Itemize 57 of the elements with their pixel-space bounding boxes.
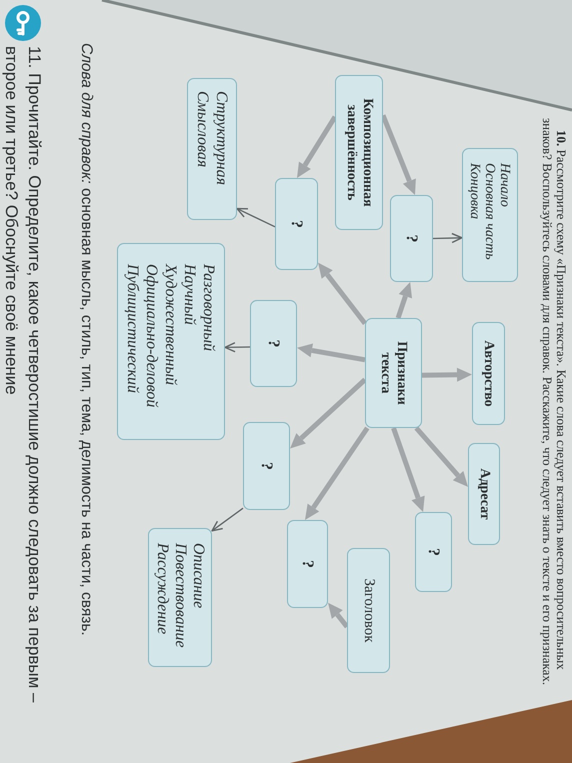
topic-title: Признаки текста <box>378 340 410 407</box>
feature-label: Заголовок <box>360 578 377 642</box>
feature-box <box>468 443 500 545</box>
feature-label: Адресат <box>476 468 492 520</box>
blank-box <box>415 512 452 592</box>
arrow <box>236 208 276 228</box>
arrow <box>432 232 463 244</box>
list-item: Разговорный <box>200 264 218 352</box>
list-item: Повествование <box>171 543 189 648</box>
list-box <box>148 528 212 667</box>
list-item: Описание <box>189 543 207 608</box>
blank-box <box>275 178 318 270</box>
question-mark: ? <box>264 340 282 348</box>
arrow <box>328 602 349 628</box>
list-item: Структурная <box>212 91 231 186</box>
arrow <box>297 115 338 178</box>
word-bank-text: Слова для справок: основная мысль, стиль, тип, тема, делимость на части, связь. <box>77 43 96 638</box>
arrow <box>396 282 412 319</box>
question-mark: ? <box>258 462 276 470</box>
arrow <box>391 427 425 512</box>
question-mark: ? <box>298 560 316 568</box>
feature-box <box>347 548 390 673</box>
list-item: Художественный <box>162 264 180 386</box>
blank-box <box>287 520 328 608</box>
exercise-text: 11. Прочитайте. Определите, какое четверостишие должно следовать за первым – второе или третье? Обоснуйте своё мнение <box>1 46 45 705</box>
list-box <box>117 243 225 440</box>
feature-label: Композиционная завершённость <box>343 97 375 209</box>
list-box <box>187 78 237 220</box>
arrow <box>224 342 250 352</box>
arrow <box>305 426 370 520</box>
feature-box <box>335 75 383 230</box>
arrow <box>297 344 366 362</box>
blank-box <box>243 422 290 510</box>
blank-box <box>390 195 433 282</box>
arrow <box>422 368 472 382</box>
arrow <box>290 378 367 448</box>
list-item: Публицистический <box>124 264 142 394</box>
list-item: Концовка <box>468 163 482 220</box>
list-item: Официально-деловой <box>142 264 162 408</box>
exercise-text: 10. Рассмотрите схему «Признаки текста». Какие слова следует вставить вместо вопросительных знаков? Воспользуйтесь словами для справок. Расскажите, что следует знать о тексте и его признаках. <box>540 118 568 688</box>
central-topic-box <box>365 318 422 428</box>
feature-label: Авторство <box>480 340 496 407</box>
arrow <box>380 114 416 196</box>
feature-box <box>472 322 505 425</box>
list-item: Рассуждение <box>153 543 171 634</box>
arrow <box>211 508 244 532</box>
question-mark: ? <box>402 234 420 242</box>
list-item: Основная часть <box>482 163 498 260</box>
list-item: Научный <box>180 264 200 325</box>
question-mark: ? <box>288 220 306 228</box>
list-item: Смысловая <box>193 91 212 168</box>
arrow <box>414 426 468 487</box>
list-item: Начало <box>498 163 512 207</box>
list-box <box>462 148 518 282</box>
question-mark: ? <box>424 548 442 556</box>
blank-box <box>250 300 297 387</box>
arrow <box>318 262 367 326</box>
